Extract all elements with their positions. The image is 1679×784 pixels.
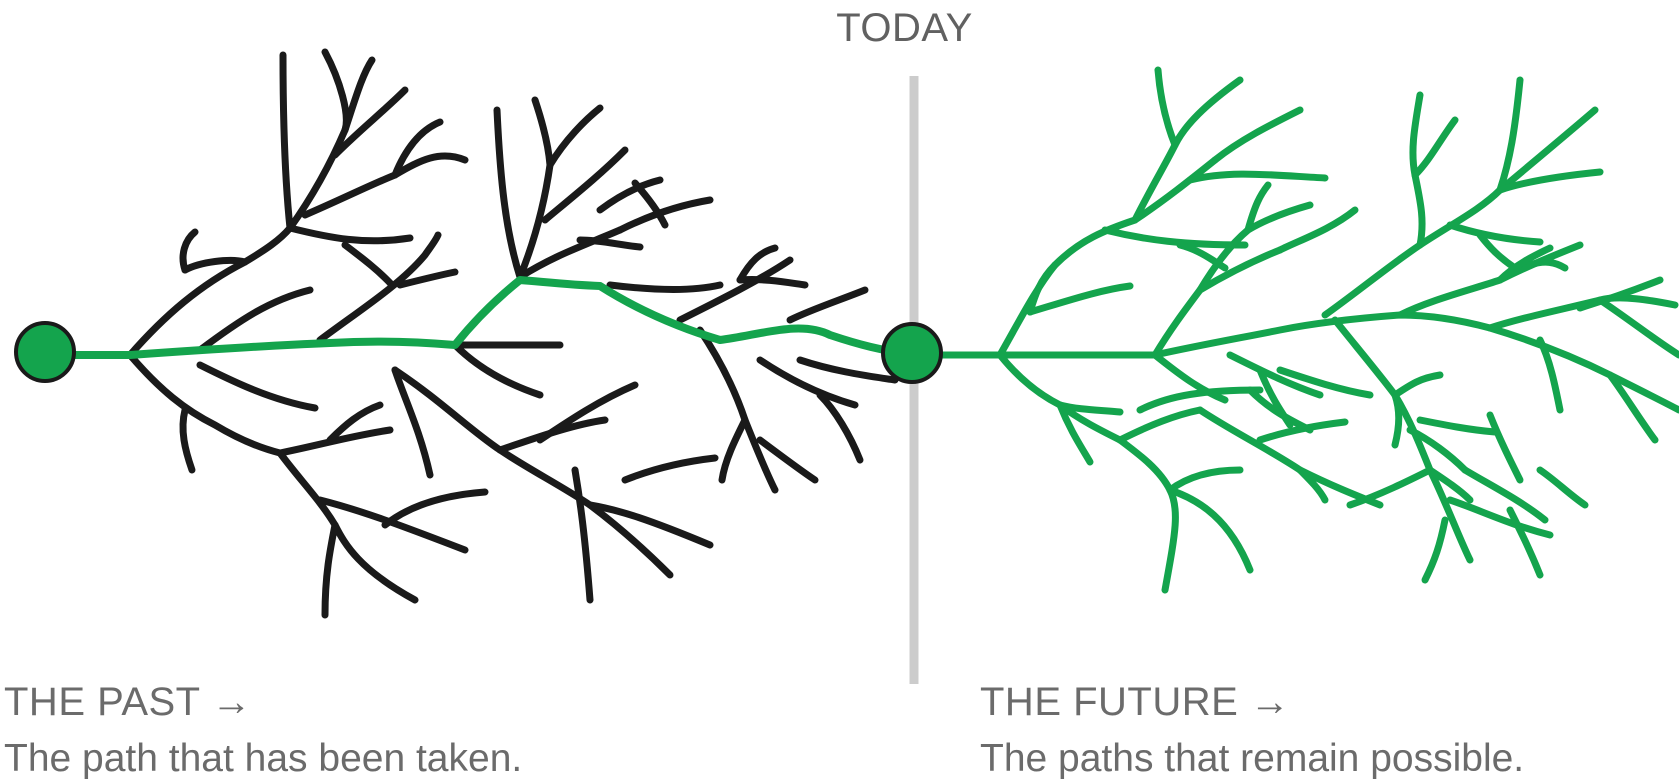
future-branches xyxy=(910,66,1679,594)
taken-path xyxy=(41,276,918,359)
future-heading: THE FUTURE → xyxy=(980,680,1291,724)
future-caption: THE FUTURE → The paths that remain possi… xyxy=(980,678,1524,784)
past-description: The path that has been taken. xyxy=(4,737,523,780)
future-description: The paths that remain possible. xyxy=(980,737,1525,780)
today-label: TODAY xyxy=(836,6,973,50)
past-caption: THE PAST → The path that has been taken. xyxy=(4,678,522,784)
past-branches xyxy=(126,48,899,619)
origin-node xyxy=(14,321,76,383)
past-heading: THE PAST → xyxy=(4,680,253,724)
today-node xyxy=(881,322,943,384)
